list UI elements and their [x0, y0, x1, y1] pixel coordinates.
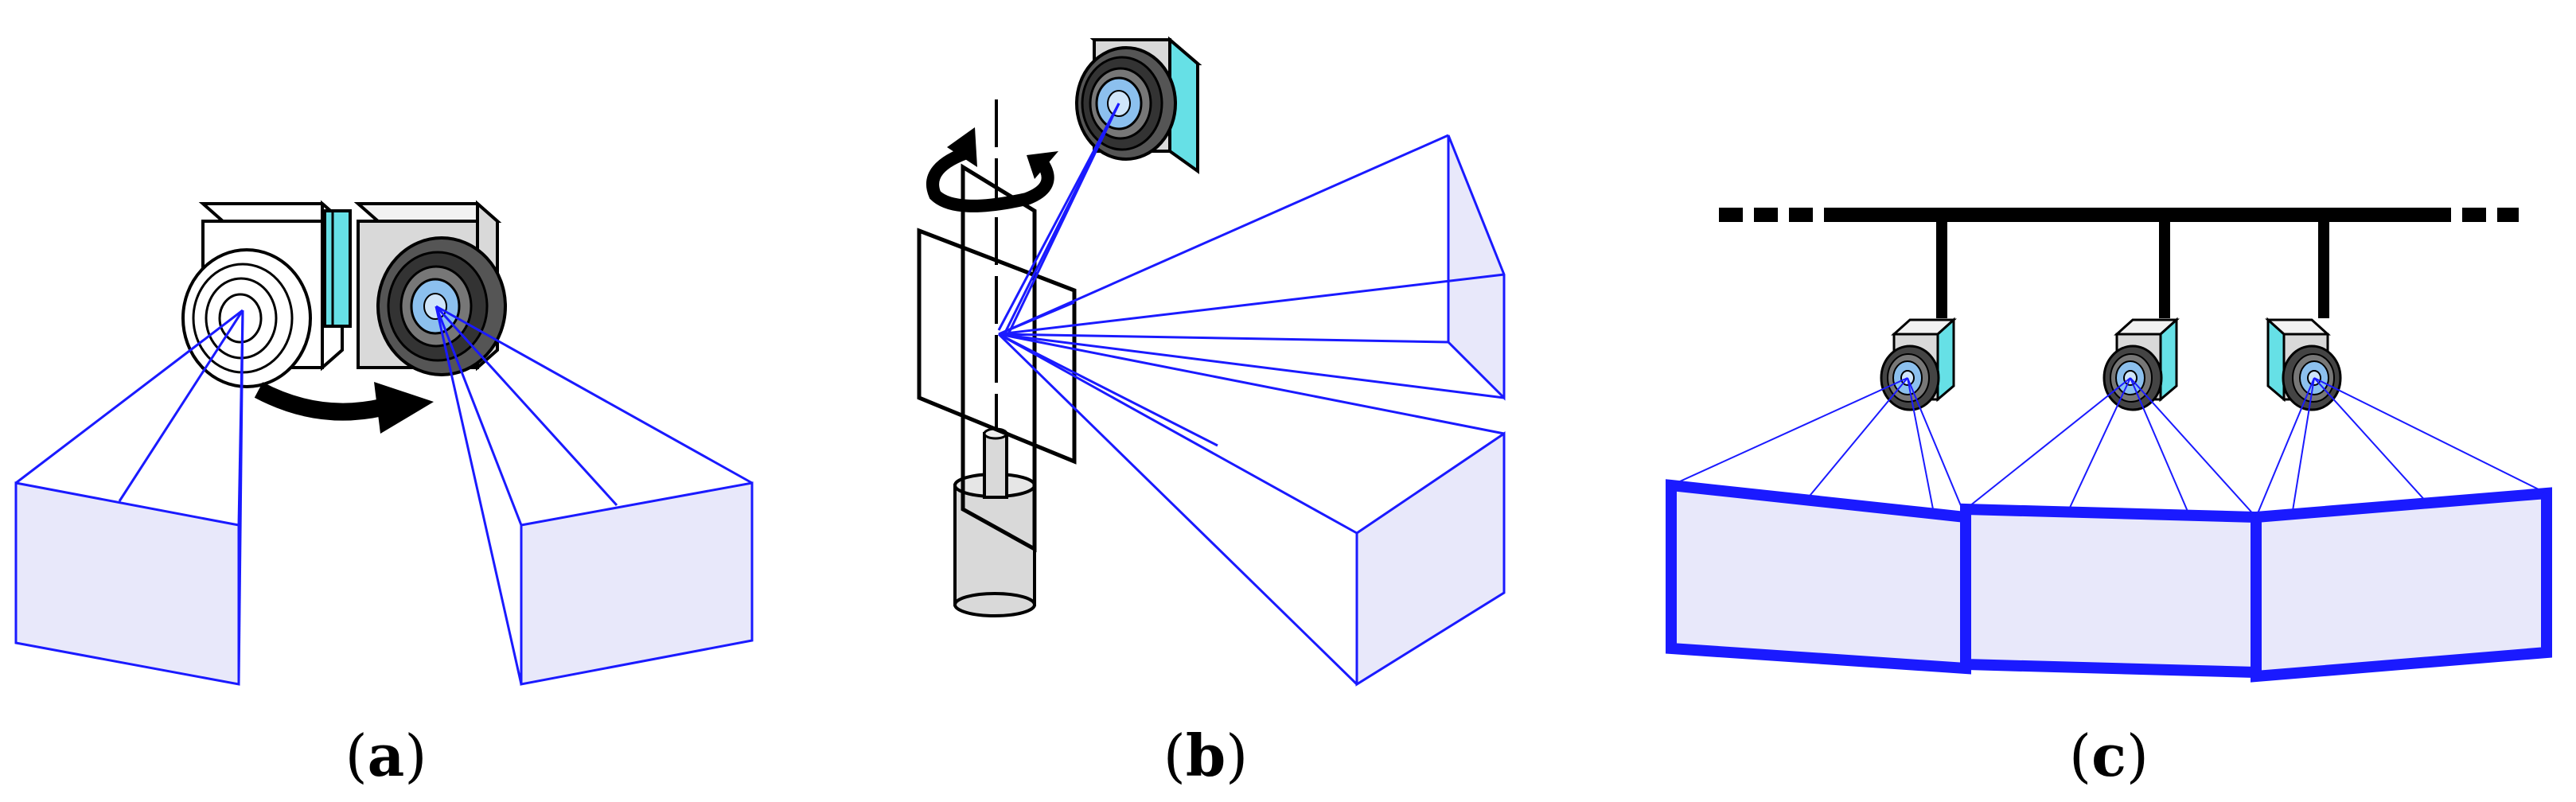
projection-rays-left — [15, 309, 244, 685]
image-plane-left — [1666, 479, 1971, 675]
mounting-rail-icon — [1719, 208, 2519, 318]
panel-c — [1666, 208, 2552, 683]
panel-label-b: (b) — [1163, 722, 1249, 789]
panel-label-c: (c) — [2069, 722, 2149, 789]
panel-b — [917, 38, 1506, 687]
camera-icon — [2102, 318, 2178, 411]
image-plane-right — [520, 481, 754, 686]
camera-mount-plate — [323, 209, 352, 328]
panel-label-a: (a) — [345, 722, 427, 789]
image-plane-right — [2251, 487, 2552, 683]
projection-rays — [997, 103, 1505, 686]
projection-rays-right — [435, 305, 753, 685]
image-plane-upper — [1447, 134, 1506, 401]
rotation-arrow-icon — [926, 127, 1058, 212]
image-plane-lower — [1355, 431, 1506, 687]
camera-icon — [181, 200, 347, 388]
camera-icon — [2266, 318, 2342, 411]
projection-rays — [1670, 377, 2547, 518]
rotation-arrow-icon — [254, 382, 434, 434]
image-plane-left — [14, 481, 240, 686]
image-plane-middle — [1960, 503, 2262, 679]
motor-icon — [953, 427, 1036, 617]
camera-icon — [353, 200, 507, 376]
panel-a — [14, 200, 754, 686]
